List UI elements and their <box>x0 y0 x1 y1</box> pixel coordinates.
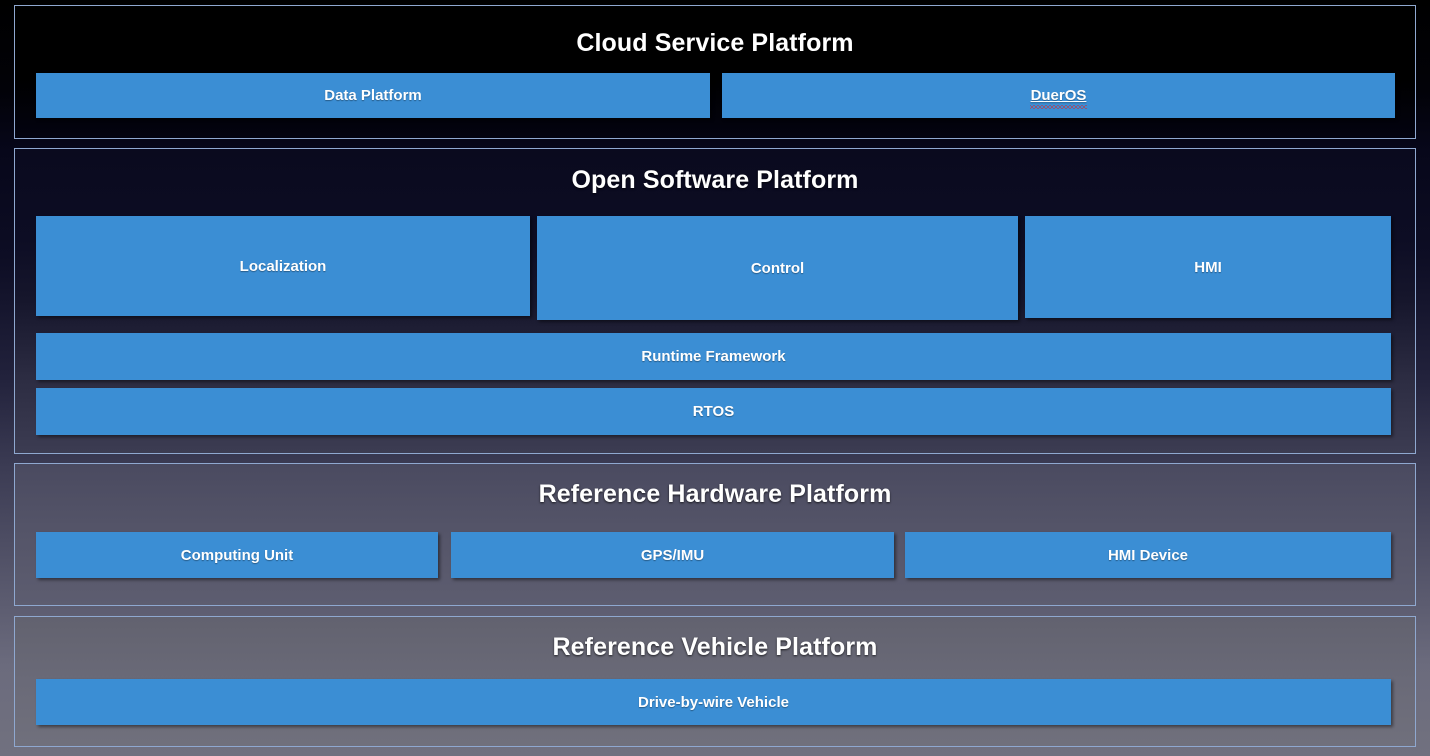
box-rtos[interactable]: RTOS <box>36 388 1391 435</box>
section-title-reference-hardware-platform: Reference Hardware Platform <box>538 480 892 508</box>
box-gps-imu[interactable]: GPS/IMU <box>451 532 894 578</box>
section-open-software-platform: Open Software Platform Localization Cont… <box>14 148 1416 454</box>
box-label-hmi: HMI <box>1194 258 1222 276</box>
box-hmi-device[interactable]: HMI Device <box>905 532 1391 578</box>
box-label-drive-by-wire-vehicle: Drive-by-wire Vehicle <box>638 693 789 711</box>
box-localization[interactable]: Localization <box>36 216 530 316</box>
section-title-cloud-service-platform: Cloud Service Platform <box>576 29 854 57</box>
box-label-localization: Localization <box>239 257 327 275</box>
box-label-runtime-framework: Runtime Framework <box>641 348 786 365</box>
box-label-dueros: DuerOS <box>1029 87 1088 109</box>
box-drive-by-wire-vehicle[interactable]: Drive-by-wire Vehicle <box>36 679 1391 725</box>
box-label-control: Control <box>750 259 805 277</box>
box-dueros[interactable]: DuerOS <box>722 73 1395 118</box>
box-runtime-framework[interactable]: Runtime Framework <box>36 333 1391 380</box>
section-cloud-service-platform: Cloud Service Platform Data Platform Due… <box>14 5 1416 139</box>
box-label-computing-unit: Computing Unit <box>180 546 294 564</box>
box-hmi[interactable]: HMI <box>1025 216 1391 318</box>
section-reference-hardware-platform: Reference Hardware Platform Computing Un… <box>14 463 1416 606</box>
box-label-data-platform: Data Platform <box>324 87 422 104</box>
box-computing-unit[interactable]: Computing Unit <box>36 532 438 578</box>
box-control[interactable]: Control <box>537 216 1018 320</box>
box-label-gps-imu: GPS/IMU <box>640 546 705 564</box>
box-label-rtos: RTOS <box>692 403 735 420</box>
section-title-open-software-platform: Open Software Platform <box>571 166 859 194</box>
box-data-platform[interactable]: Data Platform <box>36 73 710 118</box>
box-label-hmi-device: HMI Device <box>1107 546 1189 564</box>
section-title-reference-vehicle-platform: Reference Vehicle Platform <box>552 633 878 661</box>
section-reference-vehicle-platform: Reference Vehicle Platform Drive-by-wire… <box>14 616 1416 747</box>
